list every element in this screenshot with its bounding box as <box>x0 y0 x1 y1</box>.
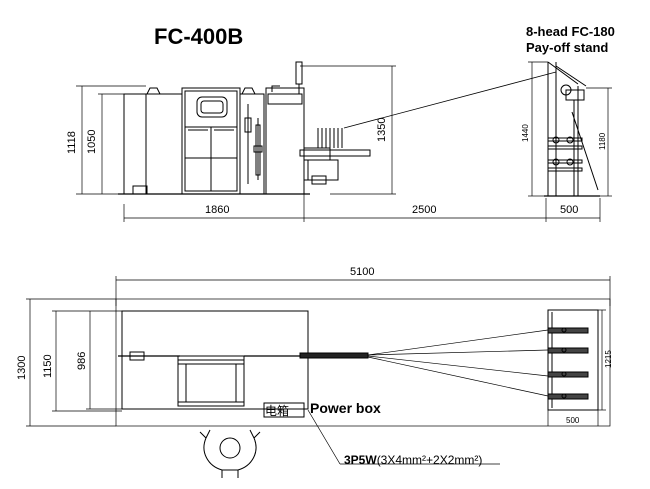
cable-main: 3P5W <box>344 453 377 467</box>
power-box-label: Power box <box>310 400 381 416</box>
dim-1150: 1150 <box>42 354 54 378</box>
plan-dimension-lines <box>26 276 611 465</box>
payoff-title-line1: 8-head FC-180 <box>526 24 615 39</box>
elevation-dimension-lines <box>76 61 612 222</box>
dim-1118: 1118 <box>66 131 78 154</box>
machine-plan <box>118 310 549 418</box>
operator-figure <box>199 429 261 478</box>
payoff-stand-elevation <box>544 61 600 197</box>
dim-5100: 5100 <box>350 266 375 278</box>
dim-1050: 1050 <box>86 129 98 154</box>
cable-spec-detail: (3X4mm²+2X2mm²) <box>376 453 483 467</box>
dim-500-elevation: 500 <box>560 204 579 216</box>
dim-1860: 1860 <box>205 204 230 216</box>
payoff-title-line2: Pay-off stand <box>526 40 609 55</box>
dim-1300: 1300 <box>16 355 28 380</box>
dim-1215: 1215 <box>604 350 613 368</box>
dim-2500: 2500 <box>412 204 437 216</box>
dim-500-plan: 500 <box>566 416 580 425</box>
dim-1350: 1350 <box>376 117 388 142</box>
payoff-stand-plan <box>547 309 599 411</box>
cable-spec: 3P5W(3X4mm²+2X2mm²) <box>344 453 482 467</box>
drawing-title: FC-400B <box>154 24 244 49</box>
dim-1440: 1440 <box>521 124 530 142</box>
power-box-chars: 电箱 <box>265 404 290 418</box>
machine-elevation <box>118 61 557 195</box>
dim-1180: 1180 <box>598 132 607 150</box>
dim-986: 986 <box>76 351 88 370</box>
